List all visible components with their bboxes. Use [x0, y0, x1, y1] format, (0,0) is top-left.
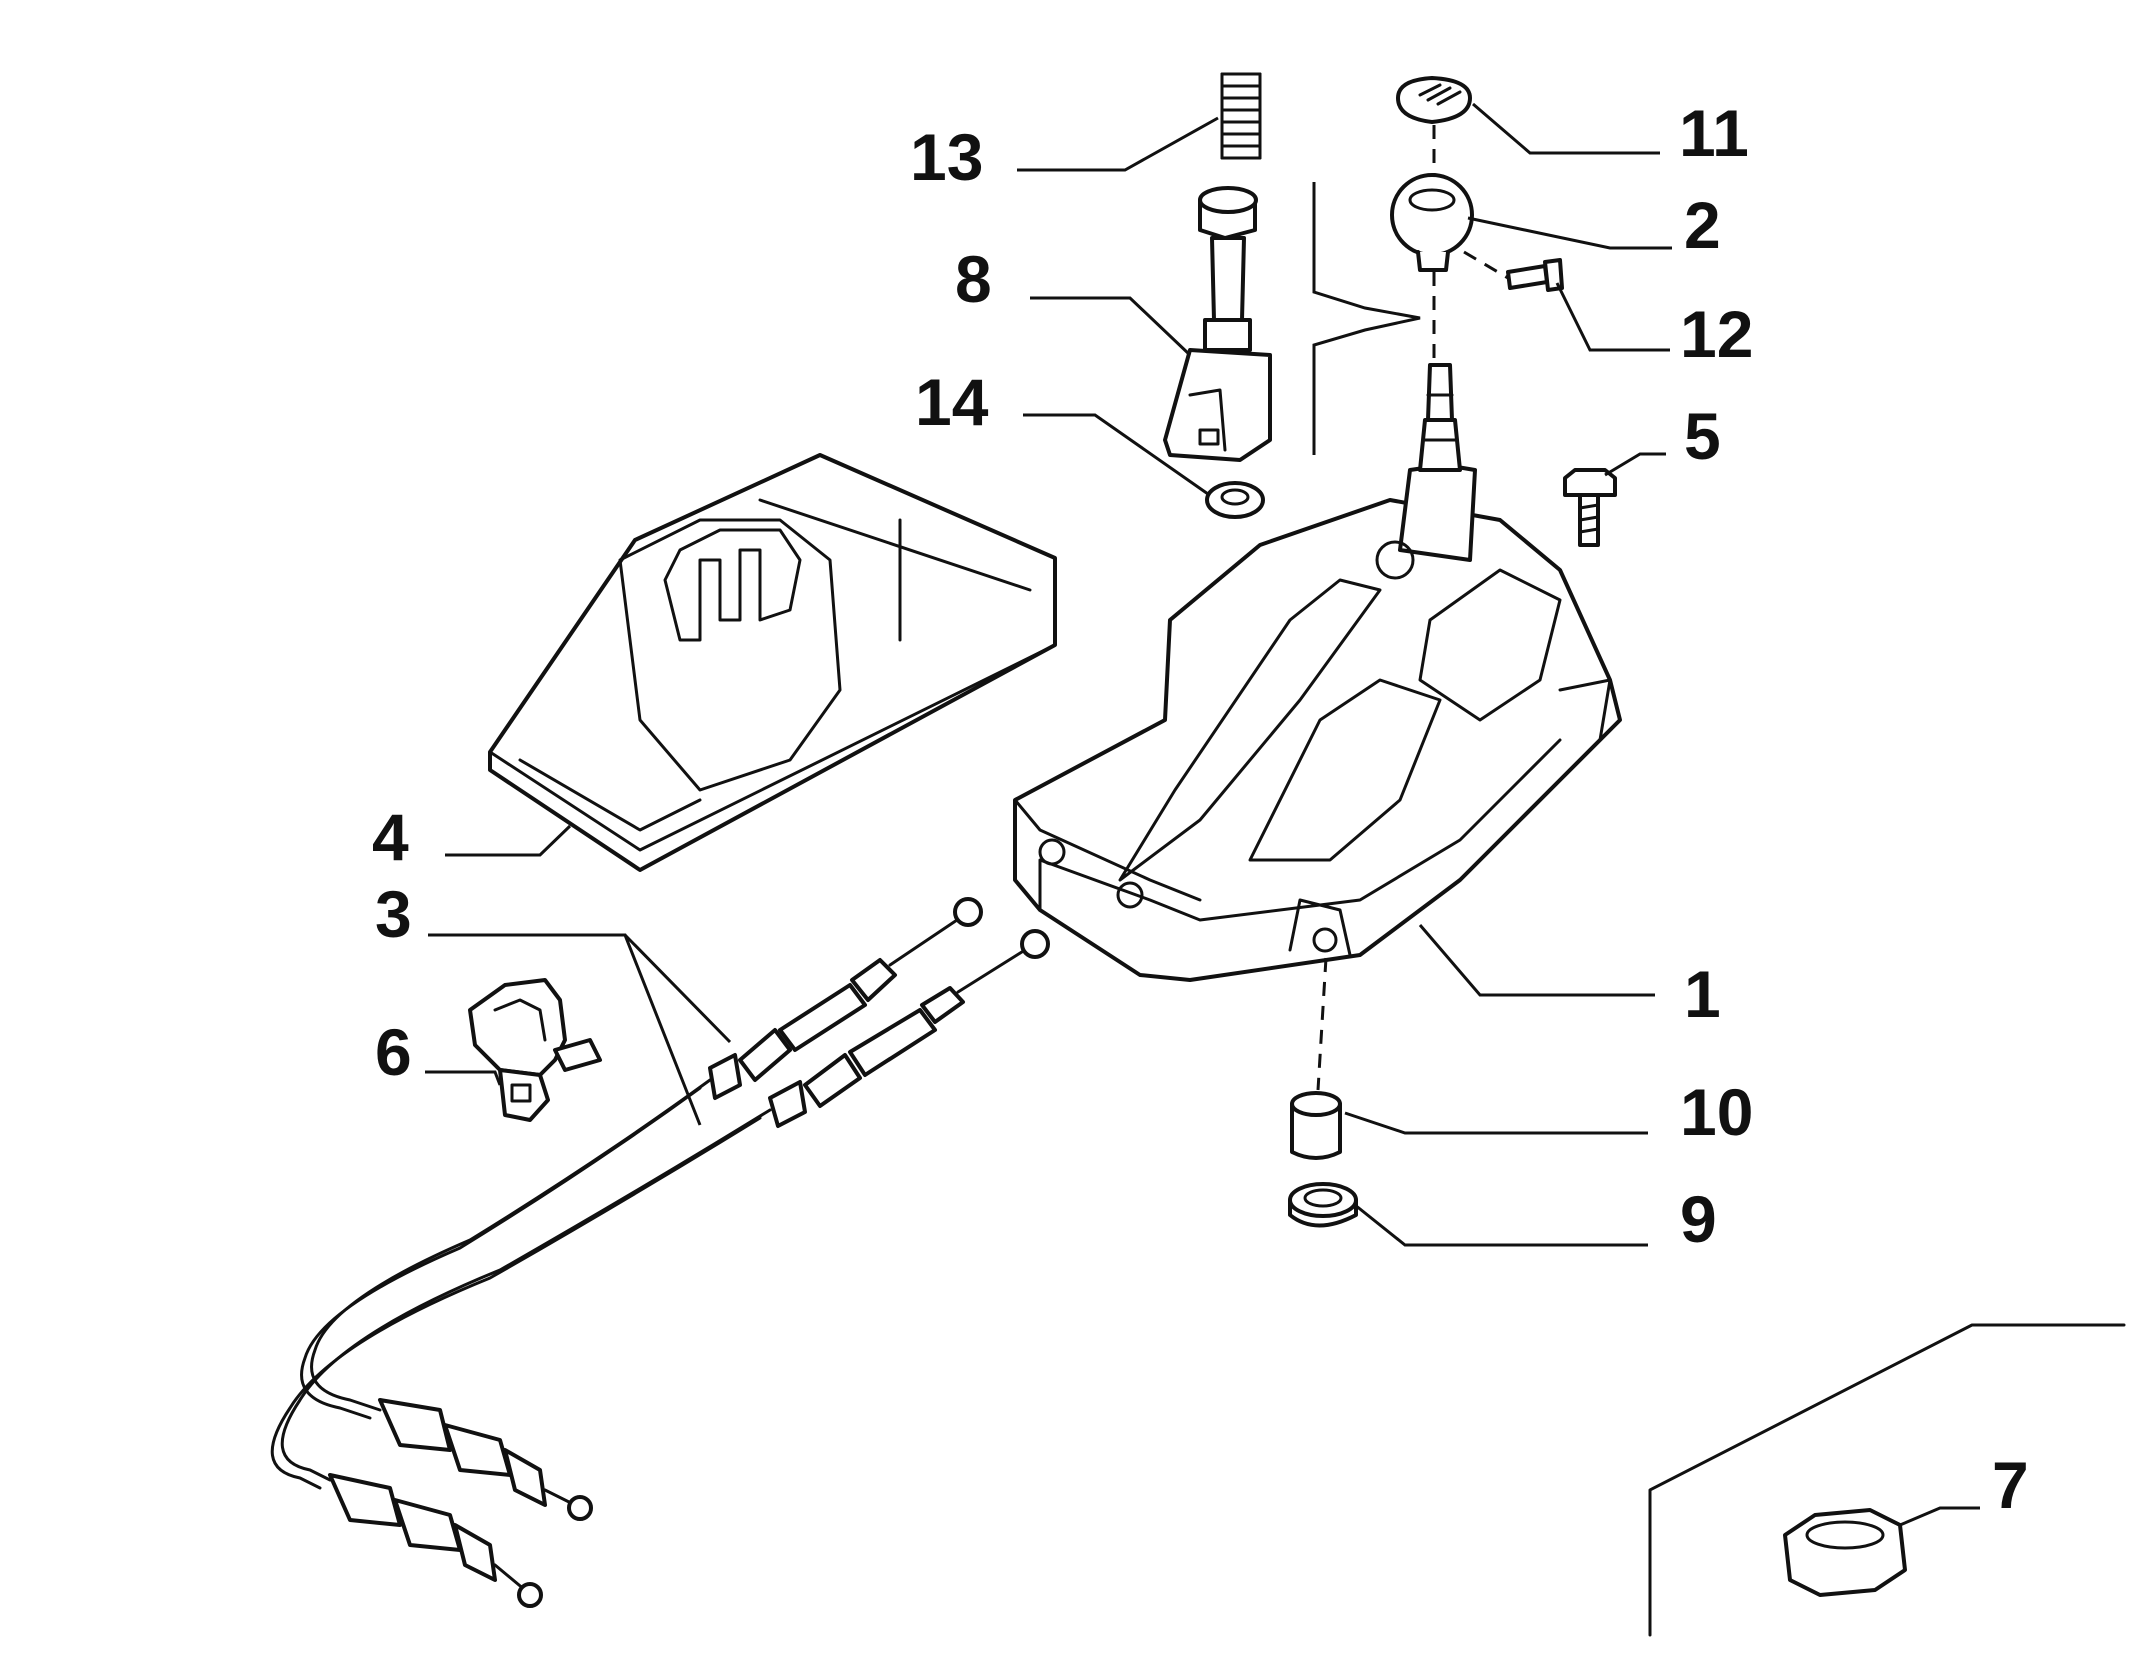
- part-10-bushing: [1290, 1091, 1342, 1160]
- callout-3: 3: [375, 877, 412, 951]
- part-7-nut-inset: [1648, 1323, 2126, 1637]
- part-4-cover: [488, 453, 1057, 872]
- callout-10: 10: [1680, 1075, 1753, 1149]
- part-5-bolt: [1563, 468, 1617, 547]
- part-9-grommet: [1288, 1182, 1358, 1228]
- callout-8: 8: [955, 242, 992, 316]
- part-12-screw: [1506, 258, 1564, 292]
- callout-4: 4: [372, 800, 409, 874]
- leader-lines: [425, 102, 1980, 1527]
- part-8-selector: [1163, 186, 1272, 462]
- callout-14: 14: [915, 365, 989, 439]
- callout-labels: 1 2 3 4 5 6 7 8 9 10 11 12 13 14: [372, 96, 2029, 1522]
- callout-7: 7: [1992, 1448, 2029, 1522]
- assembly-guides: [1312, 125, 1509, 1091]
- part-11-cap: [1396, 76, 1472, 124]
- part-6-clip: [468, 978, 602, 1122]
- part-13-spring: [1220, 72, 1262, 160]
- part-3-cables: [270, 897, 1050, 1608]
- callout-13: 13: [910, 120, 983, 194]
- part-2-knob: [1390, 173, 1474, 272]
- callout-12: 12: [1680, 297, 1753, 371]
- callout-5: 5: [1684, 399, 1721, 473]
- callout-2: 2: [1684, 188, 1721, 262]
- part-14-washer: [1205, 481, 1265, 519]
- part-1-shifter-housing: [1013, 363, 1622, 982]
- callout-6: 6: [375, 1015, 412, 1089]
- callout-11: 11: [1679, 96, 1749, 170]
- callout-1: 1: [1684, 957, 1721, 1031]
- callout-9: 9: [1680, 1182, 1717, 1256]
